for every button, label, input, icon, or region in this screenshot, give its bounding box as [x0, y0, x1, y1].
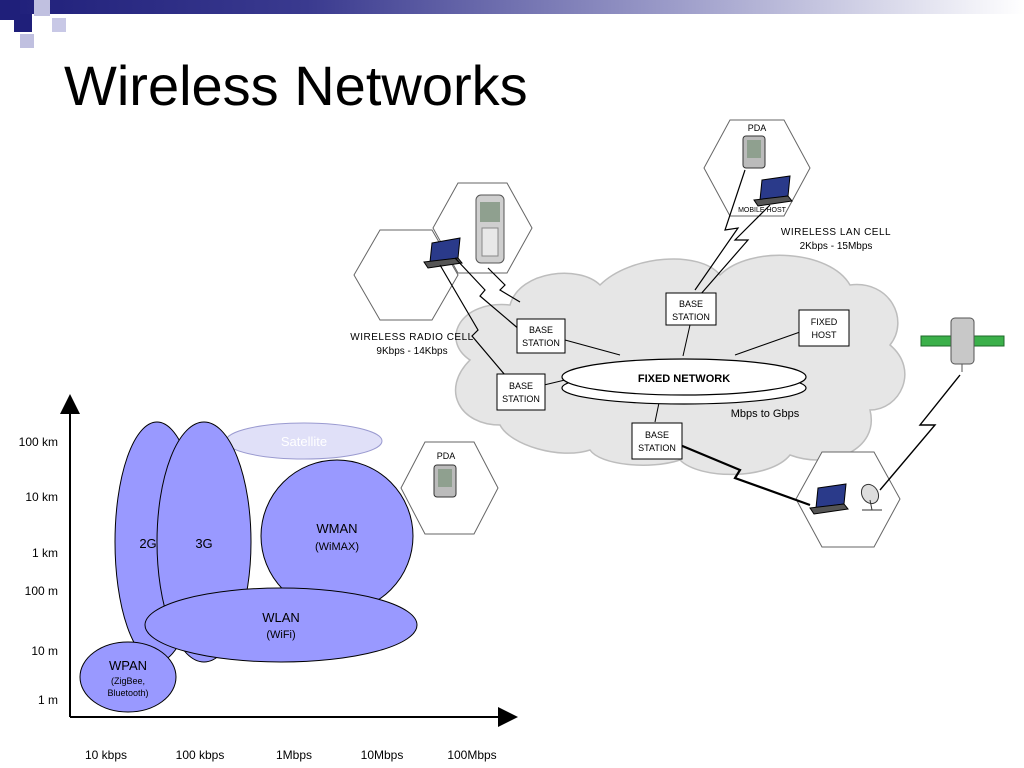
satellite-dish-icon — [860, 483, 882, 511]
base-station-box: BASE STATION — [631, 422, 683, 460]
region-wpan — [79, 641, 177, 713]
satellite-icon — [920, 317, 1005, 372]
y-tick-label: 10 m — [31, 644, 58, 658]
y-tick-label: 10 km — [25, 490, 58, 504]
x-tick-label: 10Mbps — [361, 748, 404, 762]
lan-link — [694, 169, 746, 291]
svg-text:FIXED: FIXED — [811, 317, 838, 327]
fixed-host-box: FIXED HOST — [798, 309, 850, 347]
mobile-phone-icon — [475, 194, 505, 264]
speed-label: Mbps to Gbps — [731, 408, 800, 420]
phone-link — [487, 267, 521, 303]
radio-rate-label: 9Kbps - 14Kbps — [376, 346, 447, 357]
fixed-network-disk — [561, 358, 807, 405]
deco-square-5 — [52, 18, 66, 32]
radio-cell-label: WIRELESS RADIO CELL — [350, 332, 473, 343]
y-tick-label: 1 m — [38, 693, 58, 707]
x-tick-label: 100Mbps — [447, 748, 496, 762]
page-title: Wireless Networks — [64, 54, 528, 117]
label-wpan-sub1: (ZigBee, — [111, 676, 145, 686]
x-tick-label: 100 kbps — [176, 748, 225, 762]
pda-label: PDA — [748, 123, 767, 133]
deco-square-3 — [34, 0, 50, 16]
fixed-network-label: FIXED NETWORK — [638, 373, 730, 385]
label-wlan: WLAN — [262, 610, 300, 625]
svg-text:BASE: BASE — [679, 299, 703, 309]
label-2g: 2G — [139, 536, 156, 551]
region-wlan — [144, 587, 418, 663]
svg-text:BASE: BASE — [645, 430, 669, 440]
y-tick-label: 100 km — [19, 435, 58, 449]
header-gradient-band — [0, 0, 1024, 14]
mobile-host-label: MOBILE HOST — [738, 207, 787, 214]
pda-icon — [433, 464, 457, 498]
lan-cell-label: WIRELESS LAN CELL — [781, 227, 891, 238]
laptop-icon — [423, 237, 463, 269]
y-tick-label: 100 m — [25, 584, 58, 598]
label-wman: WMAN — [316, 521, 357, 536]
label-wlan-sub: (WiFi) — [266, 629, 295, 641]
y-tick-label: 1 km — [32, 546, 58, 560]
label-wman-sub: (WiMAX) — [315, 541, 359, 553]
dish-link — [679, 443, 811, 507]
svg-text:HOST: HOST — [811, 330, 837, 340]
deco-square-4 — [20, 34, 34, 48]
radio-link — [454, 257, 521, 331]
laptop-icon — [753, 175, 793, 207]
deco-square-2 — [14, 14, 32, 32]
label-3g: 3G — [195, 536, 212, 551]
laptop-icon — [809, 483, 849, 515]
pda-icon — [742, 135, 766, 169]
base-station-box: BASE STATION — [496, 373, 546, 411]
svg-text:STATION: STATION — [502, 394, 540, 404]
x-tick-label: 10 kbps — [85, 748, 127, 762]
base-station-box: BASE STATION — [516, 318, 566, 354]
label-wpan-sub2: Bluetooth) — [107, 688, 148, 698]
satellite-label: Satellite — [281, 434, 327, 449]
satellite-link — [879, 374, 961, 491]
lan-link — [699, 204, 771, 296]
svg-text:STATION: STATION — [522, 338, 560, 348]
radio-link — [439, 264, 506, 376]
lan-rate-label: 2Kbps - 15Mbps — [800, 241, 873, 252]
x-tick-label: 1Mbps — [276, 748, 312, 762]
svg-text:STATION: STATION — [672, 312, 710, 322]
hex-dish-cell — [795, 451, 901, 548]
svg-text:BASE: BASE — [509, 381, 533, 391]
pda-bottom-label: PDA — [437, 451, 456, 461]
svg-text:STATION: STATION — [638, 443, 676, 453]
label-wpan: WPAN — [109, 658, 147, 673]
svg-text:BASE: BASE — [529, 325, 553, 335]
base-station-box: BASE STATION — [665, 292, 717, 326]
